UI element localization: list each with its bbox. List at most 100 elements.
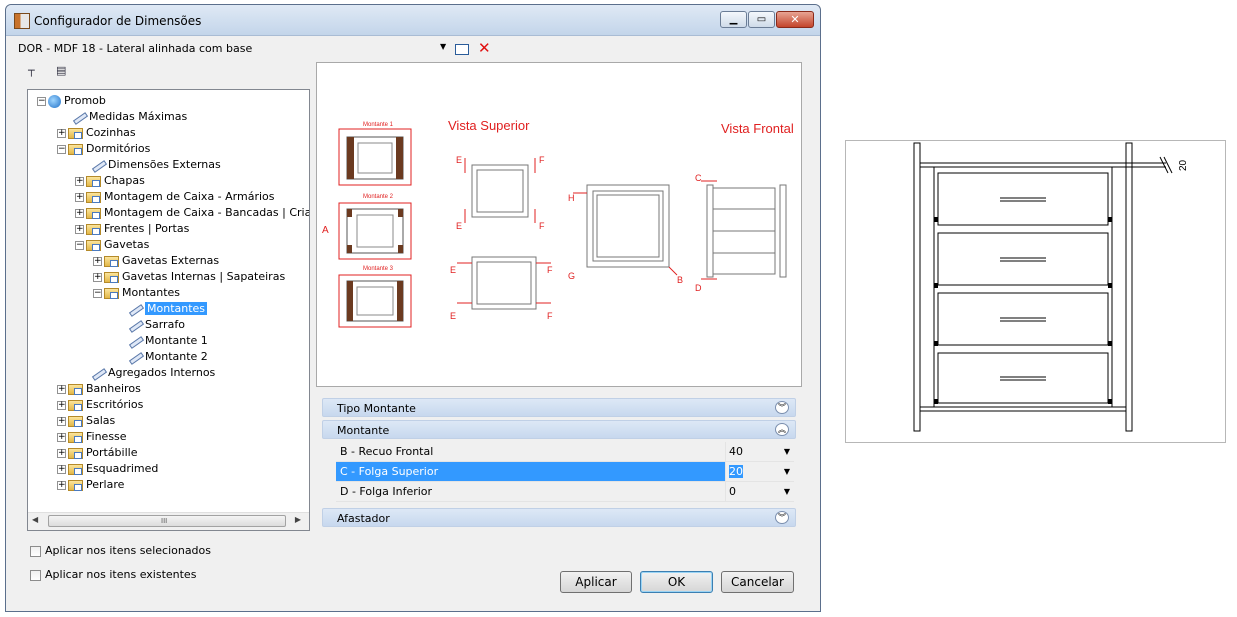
apply-selected-checkbox[interactable]: Aplicar nos itens selecionados xyxy=(30,544,211,560)
tree-item[interactable]: Sarrafo xyxy=(128,317,185,333)
expand-group-icon[interactable]: ︾ xyxy=(775,401,789,414)
scroll-left-icon[interactable]: ◀ xyxy=(32,515,39,524)
tree-item[interactable]: Dimensões Externas xyxy=(91,157,221,173)
tree-item[interactable]: +Chapas xyxy=(75,174,145,187)
collapse-icon[interactable]: − xyxy=(37,95,46,106)
config-item-icon xyxy=(91,160,105,170)
expand-icon[interactable]: + xyxy=(93,255,102,266)
config-item-icon xyxy=(91,368,105,378)
folder-icon xyxy=(68,383,83,395)
tree-item[interactable]: +Portábille xyxy=(57,446,138,459)
montante2-label: Montante 2 xyxy=(363,194,394,200)
group-montante[interactable]: Montante ︽ xyxy=(322,420,796,439)
expand-icon[interactable]: + xyxy=(57,463,66,474)
cancel-button[interactable]: Cancelar xyxy=(721,571,794,593)
tree-item[interactable]: +Salas xyxy=(57,414,116,427)
tree-item[interactable]: +Montagem de Caixa - Bancadas | Criados xyxy=(75,206,310,219)
property-value[interactable]: 0▼ xyxy=(727,482,794,501)
chevron-down-icon[interactable]: ▼ xyxy=(783,467,790,476)
expand-icon[interactable]: + xyxy=(57,479,66,490)
category-tree[interactable]: −Promob Medidas Máximas +Cozinhas −Dormi… xyxy=(27,89,310,531)
group-tipo-montante[interactable]: Tipo Montante ︾ xyxy=(322,398,796,417)
collapse-icon[interactable]: − xyxy=(57,143,66,154)
tree-item-selected[interactable]: Montantes xyxy=(128,301,208,317)
list-view-icon[interactable]: ▤ xyxy=(56,64,67,77)
title-bar[interactable]: Configurador de Dimensões ▁ ▭ ✕ xyxy=(6,5,820,36)
apply-existing-checkbox[interactable]: Aplicar nos itens existentes xyxy=(30,568,196,584)
montante-diagram: Vista Superior Vista Frontal Montante 1 … xyxy=(322,118,794,328)
expand-icon[interactable]: + xyxy=(57,127,66,138)
tree-item[interactable]: −Dormitórios xyxy=(57,142,151,155)
configuration-combo-value: DOR - MDF 18 - Lateral alinhada com base xyxy=(18,42,253,55)
expand-icon[interactable]: + xyxy=(57,447,66,458)
tree-item[interactable]: Montante 2 xyxy=(128,349,208,365)
checkbox-box[interactable] xyxy=(30,545,41,557)
tree-item[interactable]: −Gavetas xyxy=(75,238,150,251)
expand-icon[interactable]: + xyxy=(57,415,66,426)
expand-icon[interactable]: + xyxy=(75,191,84,202)
property-row[interactable]: B - Recuo Frontal 40▼ xyxy=(336,442,794,462)
tree-item[interactable]: +Gavetas Externas xyxy=(93,254,220,267)
edit-configuration-icon[interactable] xyxy=(455,44,469,55)
tree-item[interactable]: +Banheiros xyxy=(57,382,141,395)
maximize-button[interactable]: ▭ xyxy=(748,11,775,28)
expand-group-icon[interactable]: ︾ xyxy=(775,511,789,524)
minimize-button[interactable]: ▁ xyxy=(720,11,747,28)
expand-icon[interactable]: + xyxy=(93,271,102,282)
tree-item[interactable]: +Perlare xyxy=(57,478,125,491)
collapse-group-icon[interactable]: ︽ xyxy=(775,423,789,436)
scroll-thumb[interactable]: III xyxy=(48,515,286,527)
tree-item[interactable]: +Cozinhas xyxy=(57,126,136,139)
collapse-icon[interactable]: − xyxy=(93,287,102,298)
scroll-right-icon[interactable]: ▶ xyxy=(294,515,301,524)
checkbox-box[interactable] xyxy=(30,569,41,581)
tree-item[interactable]: Montante 1 xyxy=(128,333,208,349)
label-f: F xyxy=(547,265,553,275)
folder-icon xyxy=(68,415,83,427)
collapse-icon[interactable]: − xyxy=(75,239,84,250)
property-value[interactable]: 40▼ xyxy=(727,442,794,461)
expand-icon[interactable]: + xyxy=(75,207,84,218)
tree-item[interactable]: +Esquadrimed xyxy=(57,462,159,475)
window-title: Configurador de Dimensões xyxy=(34,14,202,28)
tree-view-icon[interactable]: ┬ xyxy=(28,64,35,77)
tree-item[interactable]: +Gavetas Internas | Sapateiras xyxy=(93,270,286,283)
configuration-combo[interactable]: DOR - MDF 18 - Lateral alinhada com base… xyxy=(14,39,820,59)
vista-superior-top xyxy=(464,158,536,223)
chevron-down-icon[interactable]: ▼ xyxy=(440,42,447,51)
tree-item[interactable]: Agregados Internos xyxy=(91,365,215,381)
property-value-input[interactable]: 20▼ xyxy=(727,462,794,481)
property-name: B - Recuo Frontal xyxy=(336,442,726,461)
tree-horizontal-scrollbar[interactable]: ◀ III ▶ xyxy=(28,512,309,530)
group-afastador[interactable]: Afastador ︾ xyxy=(322,508,796,527)
label-e: E xyxy=(450,265,456,275)
maximize-icon: ▭ xyxy=(756,14,767,25)
tree-item[interactable]: Medidas Máximas xyxy=(72,109,187,125)
property-row[interactable]: D - Folga Inferior 0▼ xyxy=(336,482,794,502)
chevron-down-icon[interactable]: ▼ xyxy=(783,487,790,496)
label-a: A xyxy=(322,225,329,236)
apply-button[interactable]: Aplicar xyxy=(560,571,632,593)
expand-icon[interactable]: + xyxy=(57,431,66,442)
expand-icon[interactable]: + xyxy=(57,399,66,410)
config-item-icon xyxy=(128,320,142,330)
close-button[interactable]: ✕ xyxy=(776,11,814,28)
dimension-label: 20 xyxy=(1178,159,1189,171)
ok-button[interactable]: OK xyxy=(640,571,713,593)
tree-item[interactable]: −Montantes xyxy=(93,286,181,299)
tree-item[interactable]: +Frentes | Portas xyxy=(75,222,190,235)
label-f: F xyxy=(539,221,545,231)
config-item-icon xyxy=(128,352,142,362)
expand-icon[interactable]: + xyxy=(75,175,84,186)
tree-item-promob[interactable]: −Promob xyxy=(37,94,106,108)
property-row-selected[interactable]: C - Folga Superior 20▼ xyxy=(336,462,794,482)
tree-item[interactable]: +Escritórios xyxy=(57,398,144,411)
chevron-down-icon[interactable]: ▼ xyxy=(783,447,790,456)
expand-icon[interactable]: + xyxy=(75,223,84,234)
tree-item[interactable]: +Finesse xyxy=(57,430,127,443)
tree-item[interactable]: +Montagem de Caixa - Armários xyxy=(75,190,275,203)
expand-icon[interactable]: + xyxy=(57,383,66,394)
folder-icon xyxy=(68,479,83,491)
delete-configuration-icon[interactable]: ✕ xyxy=(478,39,491,57)
folder-icon xyxy=(68,463,83,475)
